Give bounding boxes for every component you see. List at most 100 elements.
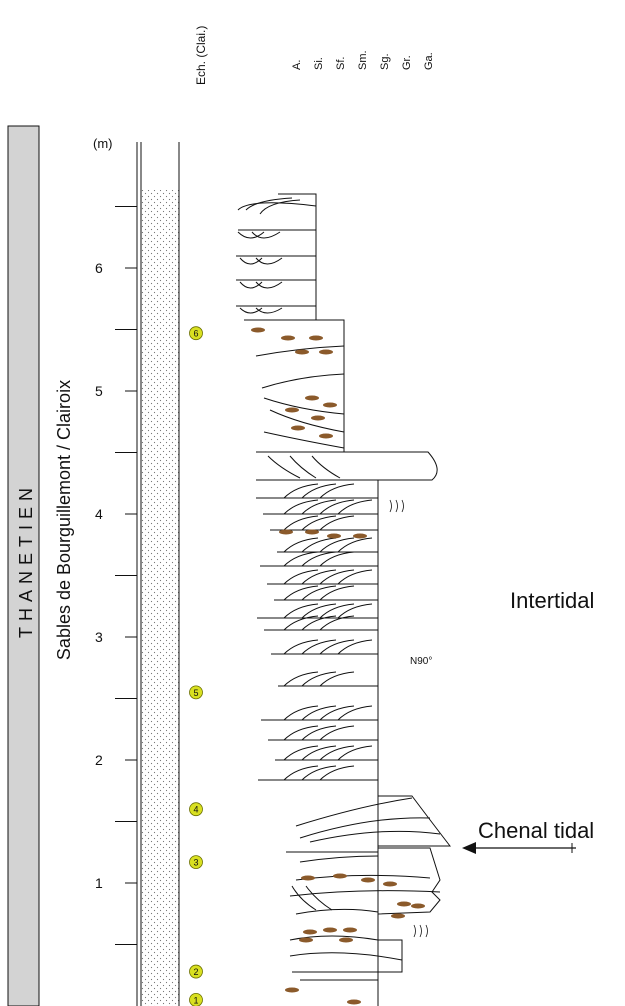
tick-label: 5	[95, 383, 103, 399]
interpretation-chenal-tidal: Chenal tidal	[478, 818, 594, 843]
rhythm-foreset	[319, 639, 355, 655]
clast	[311, 415, 325, 421]
clast	[305, 529, 319, 535]
rhythm-foreset	[337, 499, 373, 515]
rhythm-foreset	[283, 585, 319, 601]
intertidal-rhythms	[256, 483, 378, 781]
rhythm-foreset	[301, 551, 337, 567]
rhythm-foreset	[319, 615, 355, 631]
middle-cross-beds	[255, 345, 428, 481]
sample-marker: 6	[189, 326, 203, 341]
clast	[251, 327, 265, 333]
rhythm-foreset	[319, 725, 355, 741]
clast	[299, 937, 313, 943]
rhythm-foreset	[319, 483, 355, 499]
rhythm-foreset	[283, 765, 319, 781]
clast	[343, 927, 357, 933]
sample-circle	[189, 855, 203, 869]
rhythm-foreset	[283, 615, 319, 631]
sample-id: 2	[193, 967, 198, 977]
formation-label: Sables de Bourguillemont / Clairoix	[54, 380, 74, 660]
clast	[319, 433, 333, 439]
rhythm-foreset	[301, 705, 337, 721]
tick-label: 1	[95, 875, 103, 891]
sample-circle	[189, 964, 203, 979]
rhythm-foreset	[301, 499, 337, 515]
channel-unit-outline	[377, 795, 452, 973]
sample-circle	[189, 802, 203, 817]
sample-id: 5	[193, 688, 198, 698]
sample-id: 4	[193, 805, 198, 815]
clast	[327, 533, 341, 539]
clast	[323, 402, 337, 408]
rhythm-foreset	[283, 705, 319, 721]
stage-label: THANETIEN	[16, 482, 36, 638]
grain-label-gr: Gr.	[401, 55, 413, 70]
tick-label: 3	[95, 629, 103, 645]
rhythm-foreset	[319, 671, 355, 687]
clasts	[251, 327, 425, 1005]
sample-marker: 2	[189, 964, 203, 979]
rhythm-foreset	[301, 615, 337, 631]
rhythm-foreset	[319, 515, 355, 531]
grain-scale: A. Si. Sf. Sm. Sg. Gr. Ga.	[291, 50, 435, 70]
grain-label-sg: Sg.	[379, 53, 391, 70]
rhythm-foreset	[319, 499, 355, 515]
clast	[309, 335, 323, 341]
tick-label: 2	[95, 752, 103, 768]
rhythm-foreset	[337, 639, 373, 655]
rhythm-foreset	[319, 569, 355, 585]
rhythm-foreset	[337, 745, 373, 761]
channel-cross-beds	[286, 797, 441, 981]
rhythm-foreset	[319, 765, 355, 781]
clast	[353, 533, 367, 539]
rhythm-foreset	[301, 603, 337, 619]
rhythm-foreset	[301, 639, 337, 655]
orientation-label: N90°	[410, 656, 432, 667]
rhythm-foreset	[319, 537, 355, 553]
clast	[339, 937, 353, 943]
sample-circle	[189, 685, 203, 700]
interpretation-intertidal: Intertidal	[510, 588, 594, 613]
clast	[347, 999, 361, 1005]
rhythm-foreset	[301, 671, 337, 687]
grain-label-sm: Sm.	[357, 50, 369, 70]
rhythm-foreset	[337, 569, 373, 585]
samples-header: Ech. (Clai.)	[194, 26, 208, 85]
sample-id: 1	[193, 995, 198, 1005]
clast	[391, 913, 405, 919]
sample-marker: 1	[189, 992, 203, 1006]
rhythm-foreset	[337, 603, 373, 619]
rhythm-foreset	[301, 585, 337, 601]
rhythm-foreset	[283, 551, 319, 567]
rhythm-foreset	[319, 745, 355, 761]
lithology-column	[141, 190, 179, 1006]
stage-band	[7, 125, 40, 1006]
rhythm-foreset	[301, 745, 337, 761]
rhythm-foreset	[301, 515, 337, 531]
rhythm-foreset	[337, 705, 373, 721]
rhythm-foreset	[283, 671, 319, 687]
clast	[333, 873, 347, 879]
sample-id: 3	[193, 858, 198, 868]
rhythm-foreset	[283, 639, 319, 655]
rhythm-foreset	[283, 515, 319, 531]
rhythm-foreset	[301, 725, 337, 741]
sample-id: 6	[193, 329, 198, 339]
rhythm-foreset	[319, 705, 355, 721]
rhythm-foreset	[337, 537, 373, 553]
clast	[279, 529, 293, 535]
sample-marker: 4	[189, 802, 203, 817]
clast	[383, 881, 397, 887]
rhythm-foreset	[283, 483, 319, 499]
clast	[281, 335, 295, 341]
clast	[323, 927, 337, 933]
grain-label-a: A.	[291, 60, 303, 70]
rhythm-foreset	[283, 603, 319, 619]
clast	[361, 877, 375, 883]
rhythm-foreset	[283, 725, 319, 741]
clast	[411, 903, 425, 909]
upper-cross-beds	[236, 197, 344, 321]
